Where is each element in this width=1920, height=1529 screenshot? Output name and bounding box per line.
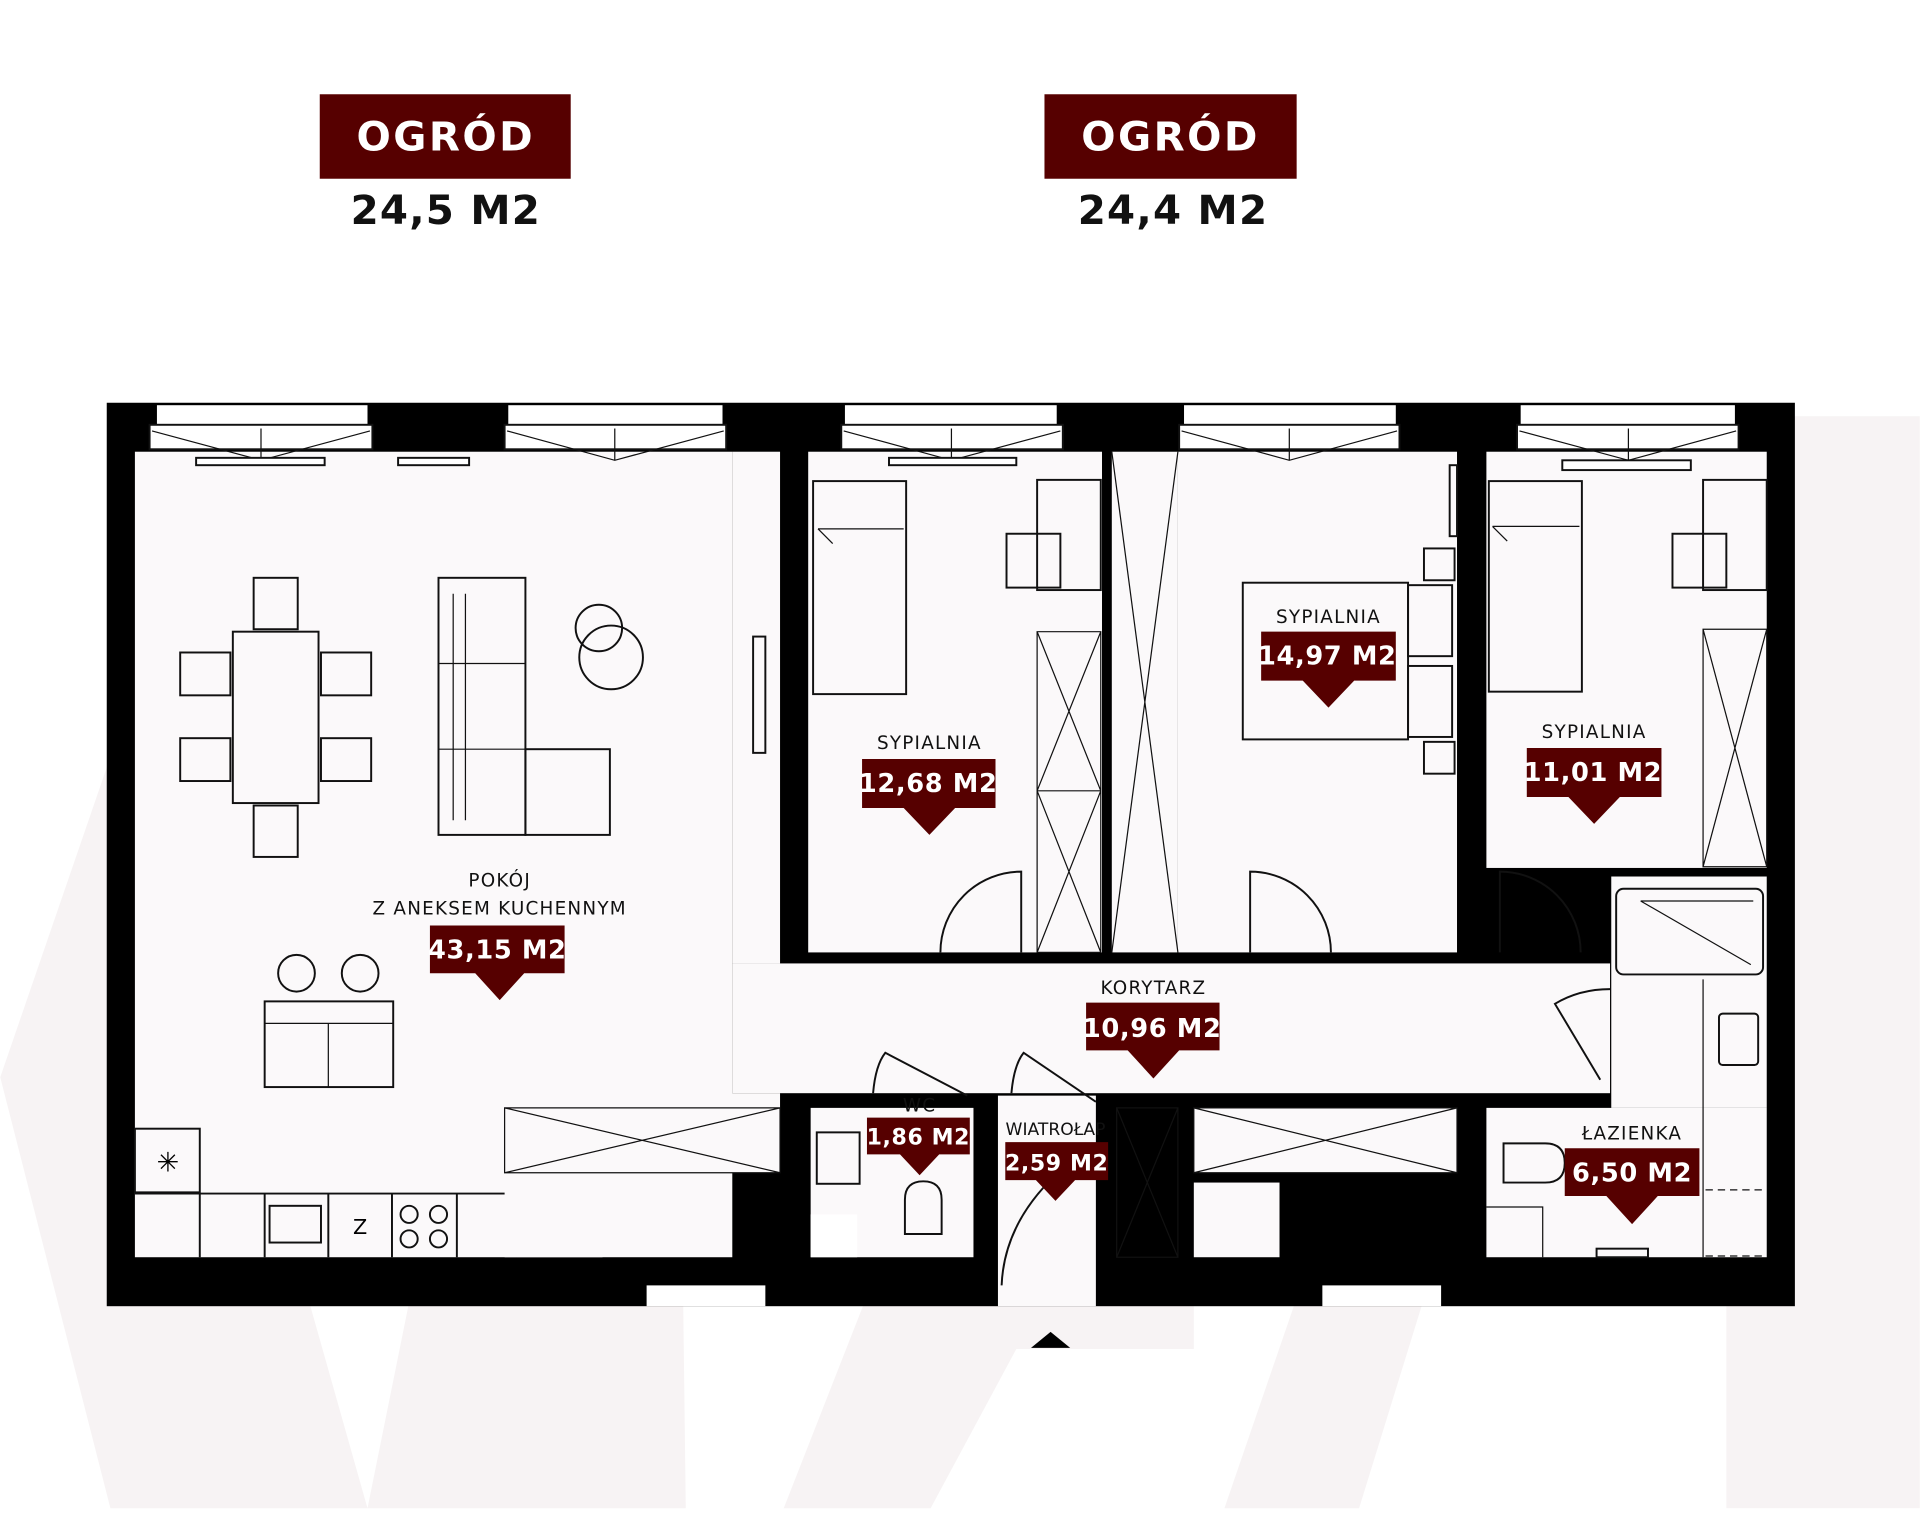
room-name: ŁAZIENKA — [1581, 1124, 1682, 1145]
label-bedroom-3: SYPIALNIA 11,01 M2 — [1524, 722, 1663, 824]
windows — [148, 405, 1740, 472]
desk — [1702, 478, 1768, 592]
chair — [1005, 532, 1062, 589]
doors — [872, 870, 1611, 1286]
window-icon — [1178, 405, 1401, 461]
bed — [812, 480, 908, 696]
wardrobe — [1111, 451, 1179, 953]
window-icon — [503, 405, 728, 461]
garden-area: 24,5 M2 — [351, 187, 542, 234]
stove-icon — [399, 1204, 449, 1249]
bed — [1487, 480, 1583, 693]
chair — [1671, 532, 1728, 589]
room-area: 10,96 M2 — [1083, 1014, 1222, 1044]
room-area: 14,97 M2 — [1258, 642, 1397, 672]
door-icon[interactable] — [1249, 870, 1332, 953]
room-area: 43,15 M2 — [428, 936, 567, 966]
garden-area: 24,4 M2 — [1078, 187, 1269, 234]
room-name: Z ANEKSEM KUCHENNYM — [373, 898, 627, 919]
room-area: 12,68 M2 — [859, 769, 998, 799]
door-icon[interactable] — [939, 870, 1023, 953]
window-icon — [840, 405, 1064, 461]
garden-label: OGRÓD — [357, 113, 536, 161]
bed — [1241, 581, 1410, 741]
label-bedroom-1: SYPIALNIA 12,68 M2 — [859, 733, 998, 835]
window-icon — [1516, 405, 1740, 461]
wardrobe — [1702, 628, 1768, 868]
desk — [1036, 478, 1102, 592]
room-name: WIATROŁAP — [1006, 1120, 1106, 1140]
label-wc: WC 1,86 M2 — [867, 1096, 971, 1176]
door-icon[interactable] — [1010, 1051, 1097, 1103]
garden-left: OGRÓD 24,5 M2 — [319, 94, 571, 234]
stool — [340, 953, 380, 993]
room-floors — [134, 451, 1767, 1307]
entrance-arrow-icon — [1031, 1331, 1071, 1348]
label-bedroom-2: SYPIALNIA 14,97 M2 — [1258, 607, 1397, 708]
furniture: ✳ Z — [133, 451, 1768, 1259]
room-area: 1,86 M2 — [867, 1126, 971, 1151]
door-icon[interactable] — [872, 1051, 968, 1097]
storage-cabinet — [1193, 1107, 1458, 1174]
label-corridor: KORYTARZ 10,96 M2 — [1083, 978, 1222, 1079]
kitchen-counter: ✳ Z — [133, 1127, 505, 1258]
garden-right: OGRÓD 24,4 M2 — [1044, 94, 1297, 234]
room-area: 11,01 M2 — [1524, 758, 1663, 788]
dining-table — [179, 576, 373, 858]
ventilation-icon: ✳ — [157, 1148, 180, 1179]
wardrobe — [1116, 1107, 1179, 1258]
sink-icon — [268, 1204, 322, 1244]
storage-cabinet — [503, 1107, 781, 1174]
toilet — [903, 1180, 943, 1235]
room-name: SYPIALNIA — [877, 733, 982, 754]
sofa — [437, 576, 611, 836]
label-vestibule: WIATROŁAP 2,59 M2 — [1005, 1120, 1109, 1201]
coffee-table — [578, 624, 644, 691]
door-icon[interactable] — [1498, 870, 1582, 953]
label-bathroom: ŁAZIENKA 6,50 M2 — [1564, 1124, 1700, 1225]
room-name: WC — [903, 1096, 936, 1117]
washbasin — [1718, 1012, 1760, 1067]
sliding-door — [752, 635, 767, 754]
door-icon[interactable] — [1553, 988, 1611, 1081]
wardrobe — [1036, 631, 1102, 954]
bathtub — [1615, 887, 1765, 976]
garden-label: OGRÓD — [1081, 113, 1260, 161]
fridge-mark: Z — [353, 1215, 367, 1239]
room-name: SYPIALNIA — [1276, 607, 1381, 628]
window-icon — [148, 405, 374, 461]
room-area: 2,59 M2 — [1005, 1151, 1108, 1176]
room-name: SYPIALNIA — [1542, 722, 1647, 743]
stool — [277, 953, 316, 993]
washbasin — [815, 1131, 861, 1185]
label-living: POKÓJ Z ANEKSEM KUCHENNYM 43,15 M2 — [373, 869, 627, 1001]
room-name: KORYTARZ — [1101, 978, 1207, 999]
room-name: POKÓJ — [468, 869, 531, 891]
room-area: 6,50 M2 — [1572, 1158, 1692, 1188]
